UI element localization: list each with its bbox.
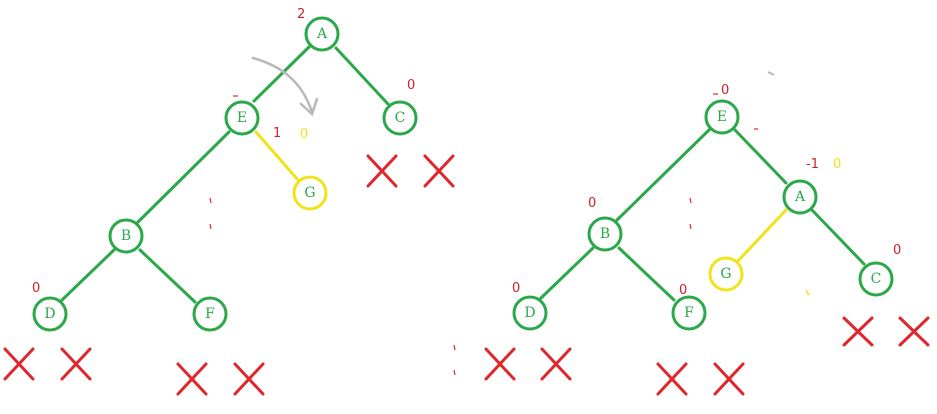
left-bf-c: 0 bbox=[407, 78, 415, 93]
right-node-b-label: B bbox=[600, 226, 610, 242]
right-edge-b-f bbox=[617, 246, 676, 302]
right-mark-4 bbox=[689, 223, 692, 230]
left-mark-4 bbox=[453, 344, 456, 351]
right-node-g-label: G bbox=[720, 266, 731, 282]
left-node-a-label: A bbox=[316, 26, 328, 42]
right-edge-b-d bbox=[539, 246, 595, 300]
left-node-b-label: B bbox=[121, 228, 131, 244]
right-edge-e-b bbox=[615, 128, 711, 222]
left-mark-2 bbox=[209, 197, 212, 204]
right-cross-d-right bbox=[540, 347, 572, 381]
right-node-g: G bbox=[708, 256, 744, 292]
left-edge-e-g bbox=[254, 130, 300, 182]
left-edge-b-d bbox=[60, 248, 116, 302]
right-mark-3 bbox=[689, 197, 692, 204]
left-edge-a-e bbox=[252, 45, 311, 103]
right-cross-c-right bbox=[898, 316, 930, 347]
right-edge-e-a bbox=[733, 128, 788, 185]
left-node-g-label: G bbox=[304, 185, 315, 201]
right-node-c-label: C bbox=[871, 271, 882, 287]
right-tree: E B A D F G C 0 -1 0 0 0 0 bbox=[484, 71, 930, 396]
left-mark-3 bbox=[209, 223, 212, 230]
left-node-f: F bbox=[192, 296, 228, 332]
left-node-c-label: C bbox=[395, 110, 406, 126]
right-cross-f-left bbox=[656, 362, 688, 396]
left-bf-d: 0 bbox=[32, 281, 40, 296]
right-bf-c: 0 bbox=[893, 243, 901, 258]
left-cross-d-left bbox=[3, 347, 35, 381]
right-mark-5 bbox=[767, 71, 775, 76]
left-cross-f-right bbox=[233, 362, 265, 396]
left-bf-a: 2 bbox=[297, 7, 305, 22]
right-cross-d-left bbox=[484, 347, 516, 381]
left-bf-g: 0 bbox=[300, 127, 308, 142]
right-bf-f: 0 bbox=[679, 283, 687, 298]
right-node-d: D bbox=[512, 295, 548, 331]
left-cross-c-right bbox=[423, 154, 455, 188]
right-bf-e: 0 bbox=[721, 83, 729, 98]
right-bf-a-yellow: 0 bbox=[833, 157, 841, 172]
right-edge-a-g bbox=[735, 208, 788, 264]
left-mark-5 bbox=[453, 369, 456, 376]
right-edge-a-c bbox=[810, 208, 866, 266]
right-node-b: B bbox=[587, 216, 623, 252]
right-cross-c-left bbox=[842, 316, 874, 347]
left-node-f-label: F bbox=[205, 306, 215, 322]
right-mark-6 bbox=[805, 289, 810, 296]
right-node-e: E bbox=[704, 99, 740, 135]
left-bf-e: 1 bbox=[273, 126, 281, 141]
left-node-d-label: D bbox=[44, 306, 55, 322]
left-node-e: E bbox=[224, 100, 260, 136]
left-edge-e-b bbox=[136, 130, 231, 224]
left-edge-b-f bbox=[138, 248, 197, 304]
right-node-e-label: E bbox=[717, 109, 727, 125]
left-cross-f-left bbox=[176, 362, 208, 396]
right-node-c: C bbox=[858, 261, 894, 297]
right-bf-b: 0 bbox=[588, 196, 596, 211]
left-cross-c-left bbox=[366, 154, 398, 188]
right-cross-f-right bbox=[713, 362, 745, 396]
left-node-b: B bbox=[108, 218, 144, 254]
right-bf-d: 0 bbox=[512, 281, 520, 296]
left-node-g: G bbox=[292, 175, 328, 211]
left-tree: A E C G B D F 2 0 1 0 0 bbox=[3, 7, 456, 396]
left-node-c: C bbox=[382, 100, 418, 136]
right-node-a: A bbox=[782, 179, 818, 215]
rotation-arrow bbox=[251, 56, 314, 114]
left-node-d: D bbox=[32, 296, 68, 332]
right-node-a-label: A bbox=[794, 189, 806, 205]
left-node-a: A bbox=[304, 16, 340, 52]
right-bf-a: -1 bbox=[806, 157, 819, 172]
left-edge-a-c bbox=[334, 46, 390, 106]
left-node-e-label: E bbox=[237, 110, 247, 126]
right-node-f-label: F bbox=[684, 305, 694, 321]
right-node-d-label: D bbox=[524, 305, 535, 321]
rotation-arrow-head bbox=[299, 97, 319, 117]
right-node-f: F bbox=[671, 295, 707, 331]
left-cross-d-right bbox=[60, 347, 92, 381]
